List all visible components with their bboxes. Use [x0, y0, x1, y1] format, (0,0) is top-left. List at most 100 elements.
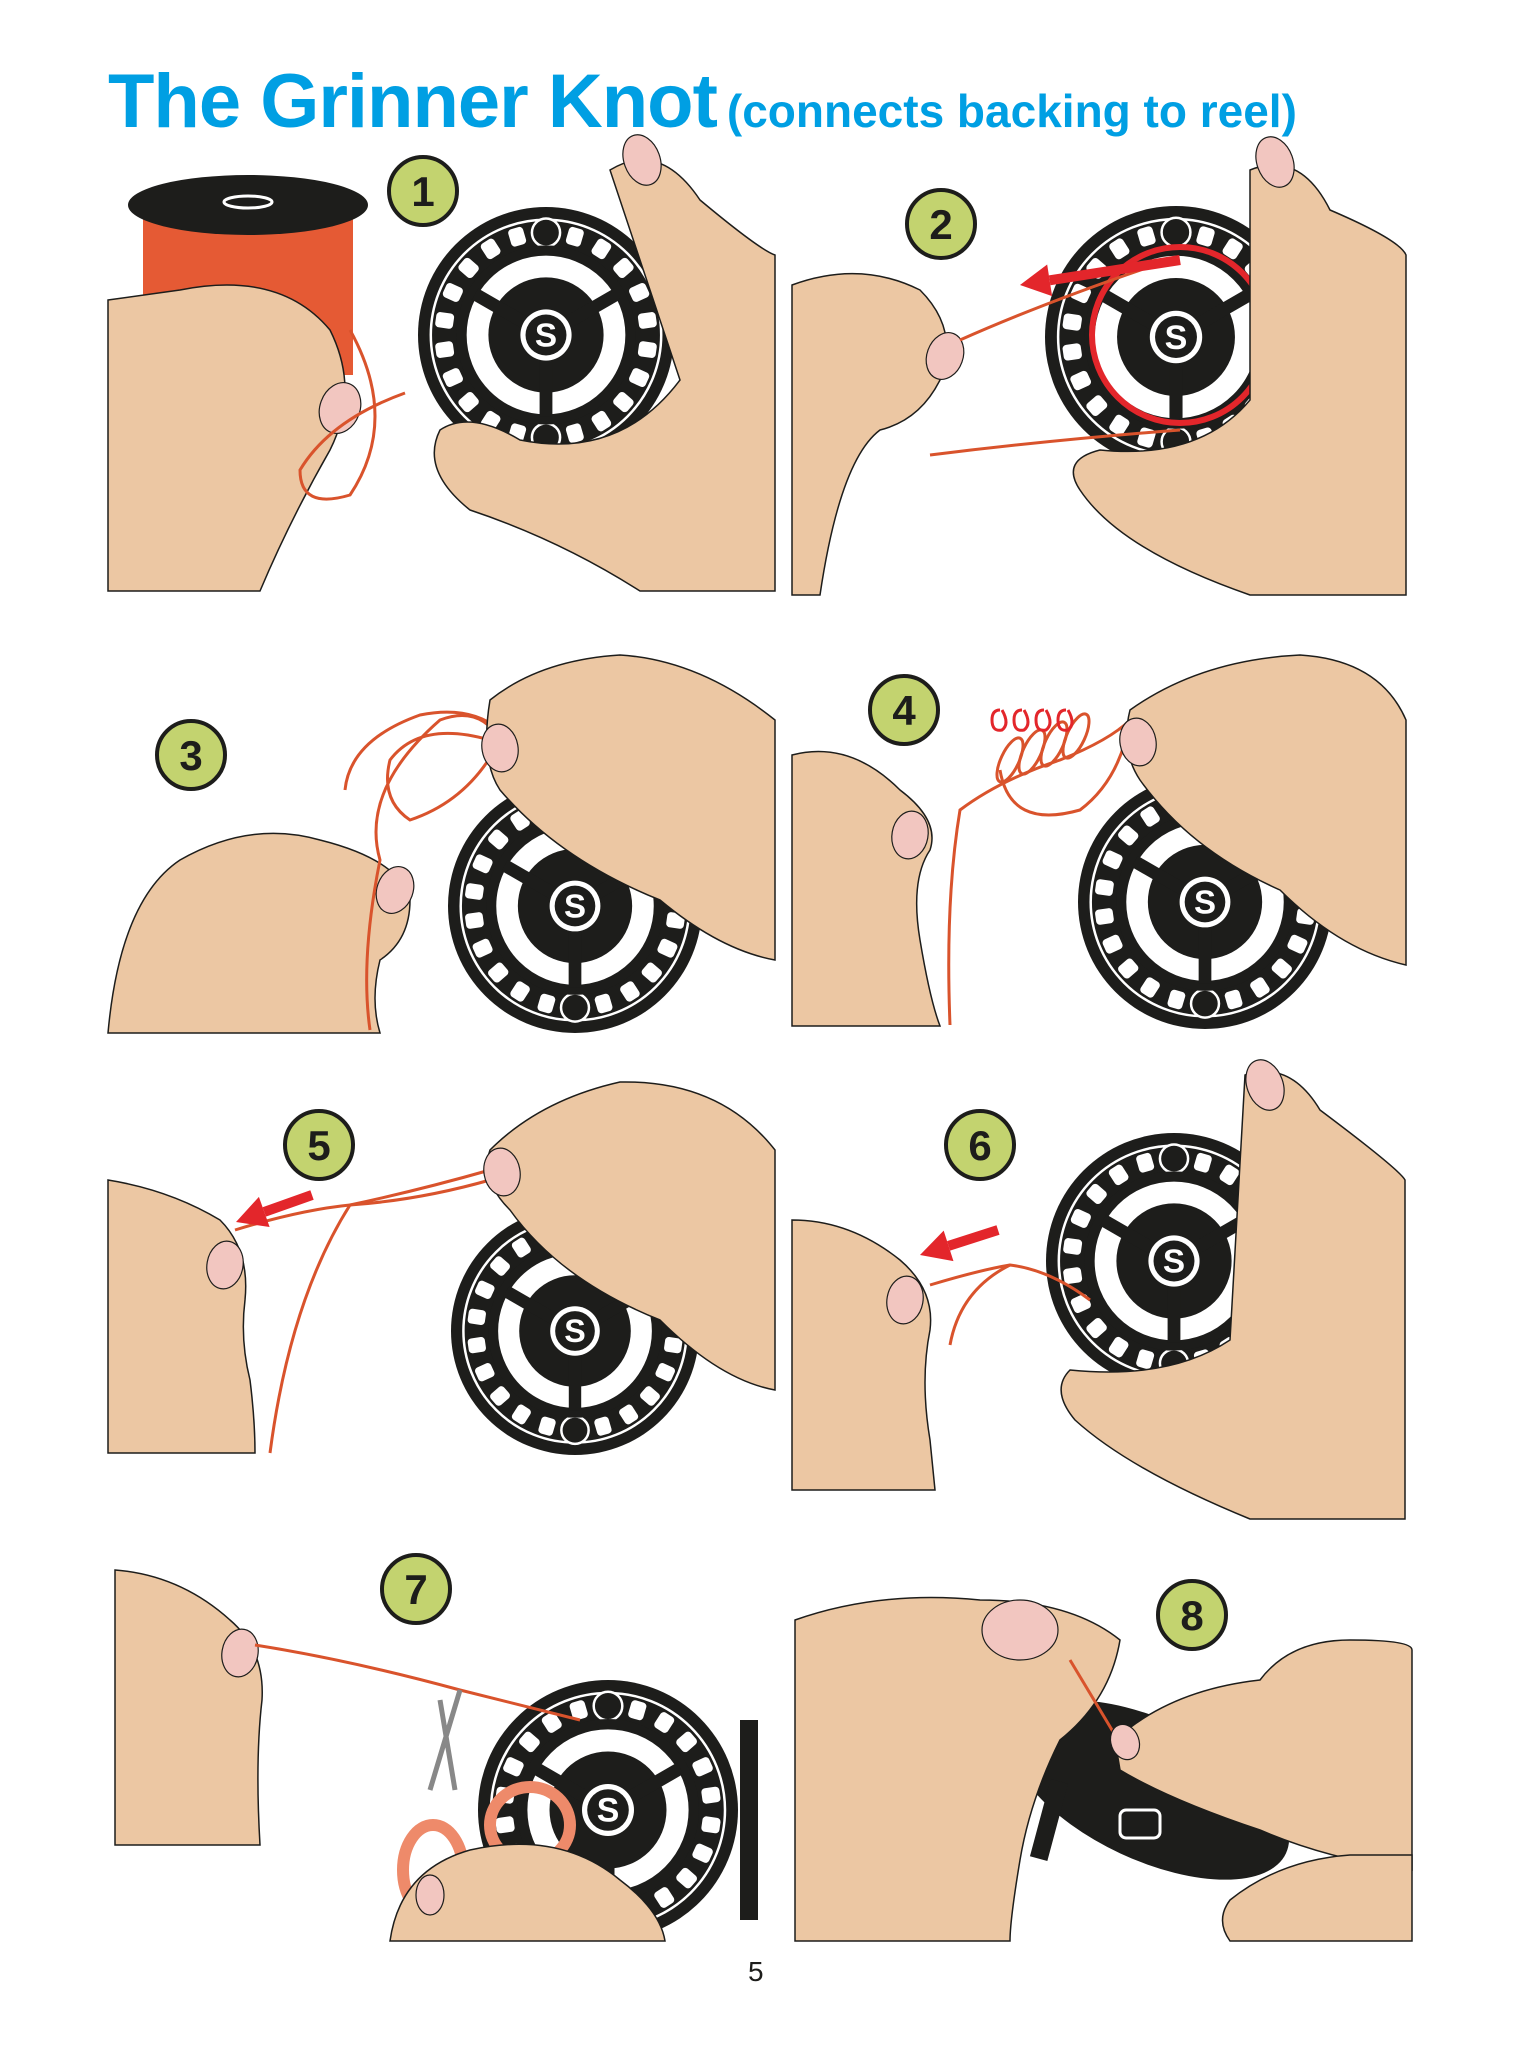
reel-foot: [740, 1720, 758, 1920]
hand: [486, 1081, 776, 1391]
reel-hub-inner: [1153, 1240, 1195, 1282]
reel-screw: [530, 217, 562, 248]
reel-port: [1102, 850, 1123, 870]
reel-port: [541, 1712, 562, 1733]
page-title: The Grinner Knot(connects backing to ree…: [108, 58, 1297, 145]
thumbnail: [891, 810, 929, 860]
thumbnail: [1119, 717, 1157, 767]
reel-port: [1271, 958, 1292, 979]
reel-port: [1109, 238, 1130, 260]
thumbnail: [981, 1599, 1059, 1661]
step-number: 8: [1180, 1592, 1203, 1639]
hand: [1072, 164, 1407, 596]
reel-port: [1136, 1349, 1155, 1370]
reel-port: [1118, 958, 1139, 979]
reel-port: [488, 829, 509, 850]
reel-inner-ring: [456, 245, 636, 425]
reel-port: [1086, 1183, 1107, 1205]
reel-port: [1062, 313, 1082, 331]
reel-port: [629, 283, 650, 302]
reel-port: [465, 912, 484, 929]
hand: [114, 1569, 263, 1846]
brand-logo-icon: S: [1194, 883, 1216, 920]
reel-port: [458, 257, 479, 279]
brand-logo-icon: S: [535, 318, 557, 355]
reel-port: [1118, 825, 1139, 846]
reel-port: [1140, 977, 1160, 998]
reel-port: [510, 981, 530, 1002]
arrow-head: [920, 1230, 954, 1262]
direction-arrow: [262, 1190, 314, 1217]
reel-port: [1222, 238, 1243, 260]
reel-port: [655, 1363, 676, 1382]
step-number: 1: [411, 168, 434, 215]
spool-flange: [128, 175, 368, 235]
step-1-panel: S: [107, 134, 776, 592]
reel-port: [654, 1887, 675, 1908]
reel-port: [490, 1386, 510, 1406]
hand: [107, 1179, 256, 1454]
reel-port: [640, 1386, 660, 1406]
reel-port: [657, 938, 678, 958]
step-4-panel: S: [791, 654, 1407, 1029]
backing-line: [948, 1263, 1011, 1346]
reel-port: [637, 341, 657, 358]
reel-hub-inner: [587, 1789, 629, 1831]
reel-handle: [1029, 1779, 1069, 1861]
thumbnail: [206, 1240, 244, 1290]
reel-port: [1063, 1238, 1083, 1255]
reel-port: [1095, 908, 1114, 925]
reel-port: [458, 391, 479, 413]
brand-logo-icon: S: [564, 887, 586, 924]
reel-port: [435, 341, 455, 358]
hand: [791, 272, 948, 596]
reel-port: [472, 854, 493, 874]
reel-port: [676, 1731, 697, 1753]
reel-screw: [559, 992, 591, 1023]
reel-port: [467, 1337, 486, 1354]
reel-port: [511, 1404, 531, 1425]
arrow-head: [1020, 264, 1053, 297]
reel-port: [442, 368, 463, 387]
reel-port: [591, 238, 612, 260]
reel-port: [676, 1867, 697, 1889]
thumbnail: [483, 1147, 521, 1197]
hand: [1221, 1854, 1413, 1942]
reel-port: [1140, 806, 1160, 827]
step-number: 4: [892, 687, 916, 734]
hand: [107, 832, 411, 1034]
reel-port: [1070, 370, 1091, 391]
reel-port: [613, 391, 634, 413]
hand: [389, 1843, 666, 1942]
backing-line: [234, 1168, 491, 1232]
reel-port: [701, 1816, 721, 1834]
thumbnail: [415, 1874, 445, 1916]
hand: [1060, 1070, 1406, 1520]
reel-port: [1193, 1152, 1212, 1173]
thumbnail: [481, 723, 519, 773]
backing-line: [998, 719, 1132, 817]
reel-port: [629, 368, 650, 387]
reel-port: [1109, 414, 1130, 436]
knot-turn: [1017, 728, 1047, 776]
step-number: 3: [179, 732, 202, 779]
reel-port: [1224, 989, 1243, 1010]
thumbnail: [622, 134, 662, 186]
reel-port: [1062, 343, 1082, 361]
reel-port: [594, 993, 613, 1014]
reel-port: [519, 1731, 540, 1753]
step-number: 6: [968, 1122, 991, 1169]
reel-port: [1086, 395, 1108, 416]
reel-screw: [592, 1690, 624, 1722]
reel-screw: [560, 1415, 590, 1446]
step-badge-3: 3: [155, 719, 227, 791]
reel-port: [654, 1712, 675, 1733]
reel-port: [594, 1416, 612, 1436]
step-badge-6: 6: [944, 1109, 1016, 1181]
brand-logo-icon: S: [1163, 1244, 1185, 1281]
step-2-panel: S: [791, 136, 1407, 596]
reel-hub-inner: [1184, 881, 1226, 923]
thumbnail: [1245, 1059, 1285, 1111]
reel-port: [1102, 934, 1123, 954]
reel-port: [1095, 879, 1114, 896]
